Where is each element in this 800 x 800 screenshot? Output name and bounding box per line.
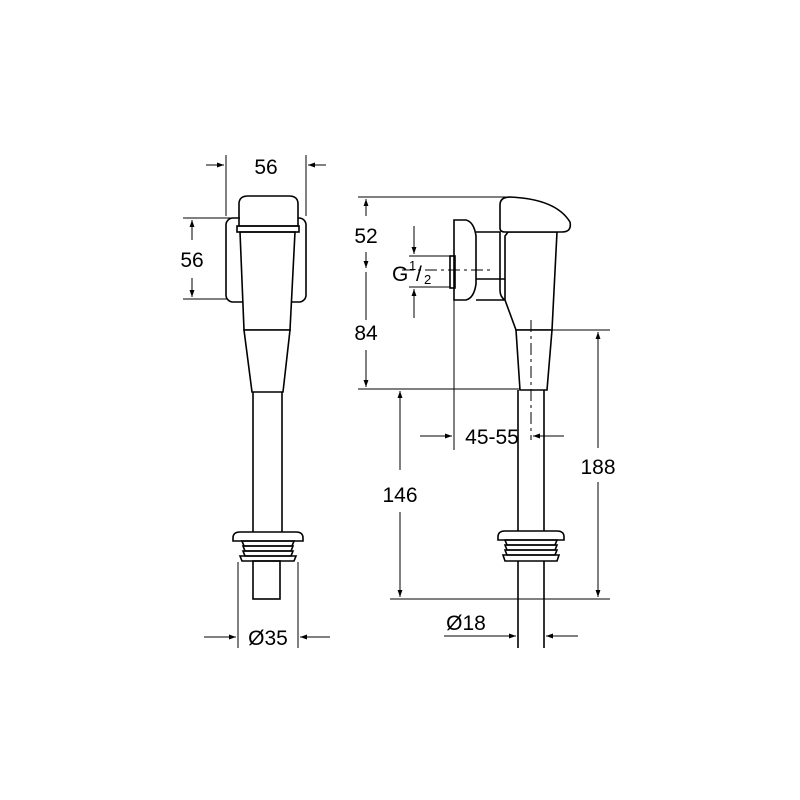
front-collar <box>232 531 304 542</box>
dim-lower-height: 146 <box>382 484 417 507</box>
dim-front-height: 56 <box>180 249 203 272</box>
thread-size-label: G 1 / 2 <box>392 258 431 287</box>
side-push-button <box>499 196 572 233</box>
side-connector <box>476 231 508 301</box>
dim-front-width: 56 <box>254 156 277 179</box>
side-body-upper <box>504 231 558 331</box>
dim-pipe-diameter: Ø18 <box>446 612 486 635</box>
front-thread <box>238 540 298 562</box>
front-body-taper <box>243 329 291 393</box>
dim-side-mid-height: 84 <box>354 322 378 345</box>
svg-text:1: 1 <box>409 258 416 273</box>
front-cap-band <box>236 225 300 233</box>
side-thread <box>501 539 561 562</box>
dim-side-top-height: 52 <box>354 225 377 248</box>
side-body-taper <box>515 329 553 391</box>
svg-text:2: 2 <box>424 272 431 287</box>
front-body-upper <box>239 231 296 331</box>
side-wall-rosette <box>453 219 477 301</box>
front-push-button <box>238 195 299 227</box>
svg-text:G: G <box>392 263 408 286</box>
front-view: 56 56 Ø35 <box>180 155 330 650</box>
front-tailpiece <box>252 560 281 600</box>
dim-front-diameter: Ø35 <box>248 627 288 650</box>
side-view: 52 84 G 1 / 2 45-55 146 188 Ø18 <box>354 196 616 648</box>
dim-total-height: 188 <box>580 456 615 479</box>
side-inlet-stub <box>449 255 456 289</box>
dim-wall-depth: 45-55 <box>465 426 519 449</box>
side-collar <box>497 530 565 541</box>
svg-text:/: / <box>416 263 422 286</box>
